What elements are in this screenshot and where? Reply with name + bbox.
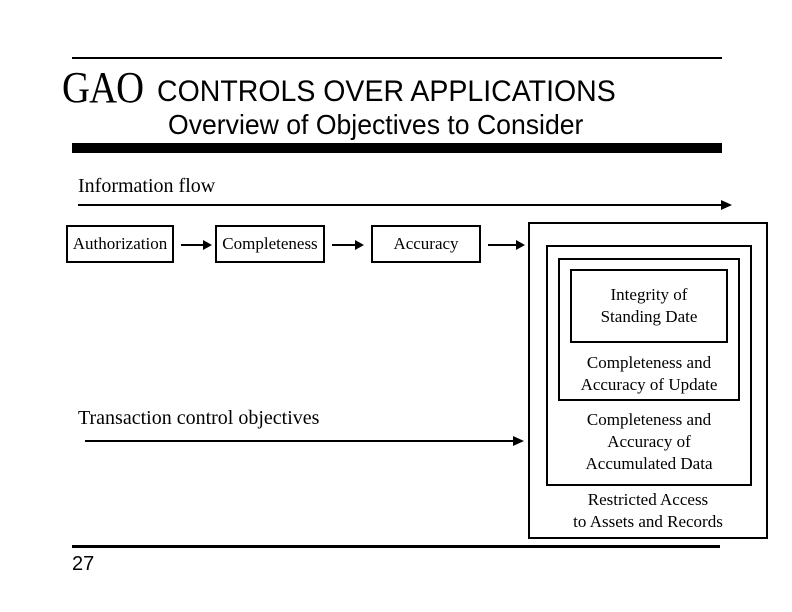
arrow-shaft	[332, 244, 355, 246]
page-number: 27	[72, 553, 95, 575]
flow-box-label: Authorization	[72, 234, 168, 253]
gao-logo: GAO	[62, 63, 144, 112]
arrow-shaft	[78, 204, 721, 206]
objective-label-line: Completeness and	[586, 353, 712, 372]
objective-label-integrity: Integrity of Standing Date	[570, 284, 728, 328]
objective-label-accumulated-data: Completeness and Accuracy of Accumulated…	[546, 409, 752, 475]
arrow-head-icon	[513, 436, 524, 446]
objective-label-line: Completeness and	[586, 410, 712, 429]
arrow-head-icon	[516, 240, 525, 250]
objective-box-accumulated-data	[546, 245, 752, 486]
flow-box-accuracy: Accuracy	[371, 225, 481, 263]
objective-label-line: Accuracy of	[607, 432, 691, 451]
objective-label-line: Standing Date	[600, 307, 698, 326]
flow-connector-arrow-icon	[181, 239, 212, 251]
information-flow-arrow-icon	[78, 199, 732, 211]
flow-connector-arrow-icon	[332, 239, 364, 251]
top-rule-divider	[72, 57, 722, 59]
header-bar-divider	[72, 143, 722, 153]
flow-box-completeness: Completeness	[215, 225, 325, 263]
transaction-control-label: Transaction control objectives	[78, 407, 320, 429]
flow-box-label: Completeness	[222, 234, 318, 253]
arrow-shaft	[181, 244, 203, 246]
footer-rule-divider	[72, 545, 720, 548]
arrow-head-icon	[721, 200, 732, 210]
objective-box-restricted-access	[528, 222, 768, 539]
flow-box-label: Accuracy	[393, 234, 459, 253]
objective-label-update: Completeness and Accuracy of Update	[558, 352, 740, 396]
objective-label-line: to Assets and Records	[573, 512, 723, 531]
flow-box-authorization: Authorization	[66, 225, 174, 263]
objective-label-restricted-access: Restricted Access to Assets and Records	[528, 489, 768, 533]
slide-title: CONTROLS OVER APPLICATIONS	[157, 75, 616, 108]
objective-label-line: Accumulated Data	[585, 454, 713, 473]
objective-box-integrity	[570, 269, 728, 343]
information-flow-label: Information flow	[78, 175, 216, 197]
objective-box-update	[558, 258, 740, 401]
slide-subtitle: Overview of Objectives to Consider	[168, 109, 584, 140]
transaction-control-arrow-icon	[85, 435, 524, 447]
objective-label-line: Accuracy of Update	[580, 375, 718, 394]
arrow-shaft	[85, 440, 513, 442]
objective-label-line: Restricted Access	[587, 490, 709, 509]
objective-label-line: Integrity of	[610, 285, 688, 304]
flow-connector-arrow-icon	[488, 239, 525, 251]
arrow-shaft	[488, 244, 516, 246]
arrow-head-icon	[355, 240, 364, 250]
arrow-head-icon	[203, 240, 212, 250]
